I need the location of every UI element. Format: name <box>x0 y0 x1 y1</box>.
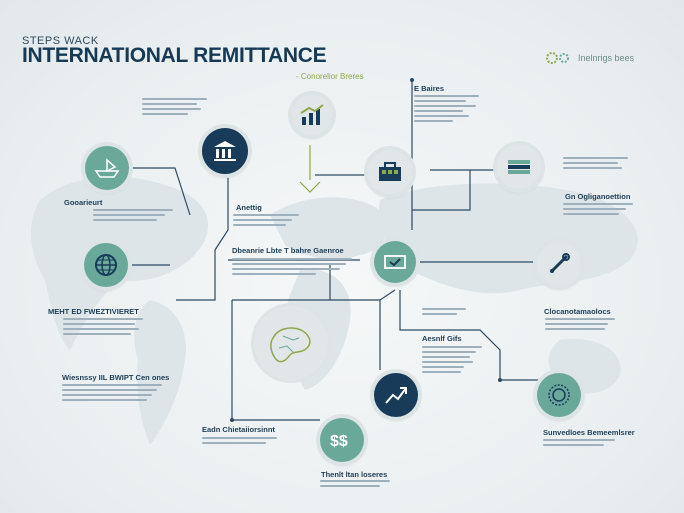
transfer-icon <box>379 162 401 181</box>
label-right-1: Gn Ogliganoettion <box>565 192 631 201</box>
money-stack-icon <box>508 160 530 174</box>
page-title: INTERNATIONAL REMITTANCE <box>22 44 327 67</box>
text-block <box>93 209 173 224</box>
ship-node[interactable] <box>85 146 129 190</box>
text-block <box>63 318 143 338</box>
svg-text:$$: $$ <box>330 433 348 450</box>
label-right-2: Clocanotamaolocs <box>544 307 611 316</box>
dollar-icon: $$ <box>330 433 348 450</box>
dollar-node[interactable]: $$ <box>320 418 364 462</box>
label-left-1: Gooarieurt <box>64 198 103 207</box>
label-mid-2: Dbeanrie Lbte T bahre Gaenroe <box>232 246 344 255</box>
text-block <box>320 480 390 490</box>
text-block <box>232 258 352 278</box>
trend-node[interactable] <box>374 373 418 417</box>
world-node[interactable] <box>254 306 328 380</box>
bank-icon <box>214 141 236 161</box>
text-block <box>422 308 466 318</box>
globe-node[interactable] <box>84 243 128 287</box>
bank-node[interactable] <box>202 128 248 174</box>
transfer-node[interactable] <box>368 150 412 194</box>
growth-node[interactable] <box>292 95 332 135</box>
trend-arrow-icon <box>385 387 407 404</box>
label-left-2: MEHT ED FWEZTIVIERET <box>48 307 139 316</box>
text-block <box>62 384 162 404</box>
label-left-3: Wiesnssy IIL BWIPT Cen ones <box>62 373 170 382</box>
header-subtitle: STEPS WACK <box>22 35 99 47</box>
label-top-right: E Baires <box>414 84 445 93</box>
globe-icon <box>95 254 117 276</box>
text-block <box>202 437 277 447</box>
brand-name: Inelnrigs bees <box>578 53 635 63</box>
coin-icon <box>548 384 570 406</box>
tool-icon <box>549 253 570 274</box>
money-node[interactable] <box>497 145 541 189</box>
label-center-small: Aesnlf Gifs <box>422 334 462 343</box>
world-map-icon <box>270 327 311 363</box>
label-bottom-2: Thenlt ltan loseres <box>321 470 388 479</box>
brand-gear-icon <box>546 52 569 64</box>
text-block <box>233 214 299 229</box>
brand: Inelnrigs bees <box>546 51 634 65</box>
text-block <box>142 98 207 118</box>
coin-node[interactable] <box>537 373 581 417</box>
ship-icon <box>94 158 120 178</box>
tagline: - Conorelior Breres <box>296 72 364 81</box>
text-block <box>422 346 482 376</box>
label-mid-1: Anettig <box>236 203 262 212</box>
growth-chart-icon <box>300 104 324 125</box>
text-block <box>545 318 615 333</box>
label-bottom-right: Sunvedloes Bemeemlsrer <box>543 428 635 437</box>
text-block <box>563 157 628 172</box>
shield-check-icon <box>384 255 406 269</box>
text-block <box>543 439 615 449</box>
tool-node[interactable] <box>537 242 581 286</box>
shield-node[interactable] <box>374 241 416 283</box>
text-block <box>414 95 479 125</box>
label-bottom-1: Eadn Chietaiiorsinnt <box>202 425 275 434</box>
text-block <box>563 203 633 218</box>
